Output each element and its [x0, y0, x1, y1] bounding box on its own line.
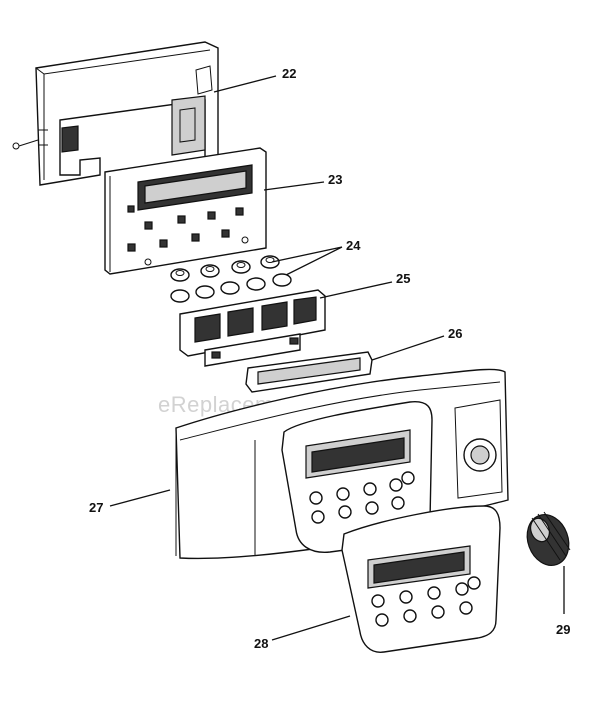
- callout-26: 26: [448, 326, 462, 341]
- part-24-button-caps: [170, 255, 292, 303]
- callout-27: 27: [89, 500, 103, 515]
- callout-24: 24: [346, 238, 361, 253]
- board-buttons: [127, 205, 244, 252]
- part-28-front-bezel: [341, 505, 501, 653]
- part-25-keypad-holder: [179, 289, 326, 367]
- callout-23: 23: [328, 172, 342, 187]
- callout-28: 28: [254, 636, 268, 651]
- part-26-display-window: [245, 351, 373, 393]
- bezel-keypad: [371, 576, 481, 627]
- callout-22: 22: [282, 66, 296, 81]
- part-27-front-housing: [175, 368, 509, 560]
- part-22-mounting-bracket: [12, 41, 219, 186]
- callout-25: 25: [396, 271, 410, 286]
- part-29-knob: [526, 511, 571, 566]
- leader-lines: [109, 75, 565, 641]
- housing-keypad: [309, 471, 415, 524]
- part-23-display-circuit-board: [104, 147, 267, 275]
- callout-29: 29: [556, 622, 570, 637]
